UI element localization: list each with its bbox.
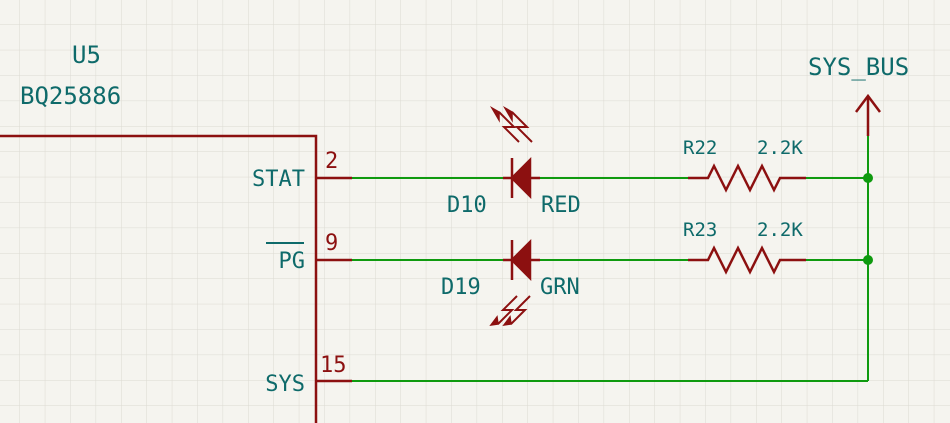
r23-ref: R23 (683, 219, 717, 241)
pin-name-sys: SYS (265, 372, 305, 397)
d19-value: GRN (540, 275, 580, 300)
pin-number-pg: 9 (325, 231, 338, 256)
ic-body-u5[interactable] (0, 134, 318, 423)
ic-designator: U5 (72, 41, 101, 69)
resistor-r23-symbol[interactable] (688, 245, 806, 275)
ic-part-number: BQ25886 (20, 82, 121, 110)
r23-value: 2.2K (757, 219, 803, 241)
r22-value: 2.2K (757, 137, 803, 159)
junction-dot-r22 (863, 173, 873, 183)
power-net-label: SYS_BUS (808, 53, 909, 81)
d10-ref: D10 (447, 193, 487, 218)
r22-ref: R22 (683, 137, 717, 159)
pin-name-stat: STAT (252, 167, 305, 192)
led-d10-symbol[interactable] (489, 105, 540, 200)
pin-number-sys: 15 (320, 353, 347, 378)
d10-value: RED (541, 193, 581, 218)
junction-dot-r23 (863, 255, 873, 265)
pin-name-pg: PG (279, 249, 306, 274)
led-d19-symbol[interactable] (489, 238, 540, 326)
power-port-arrow-icon[interactable] (855, 93, 881, 136)
resistor-r22-symbol[interactable] (688, 163, 806, 193)
pin-number-stat: 2 (325, 149, 338, 174)
d19-ref: D19 (441, 275, 481, 300)
